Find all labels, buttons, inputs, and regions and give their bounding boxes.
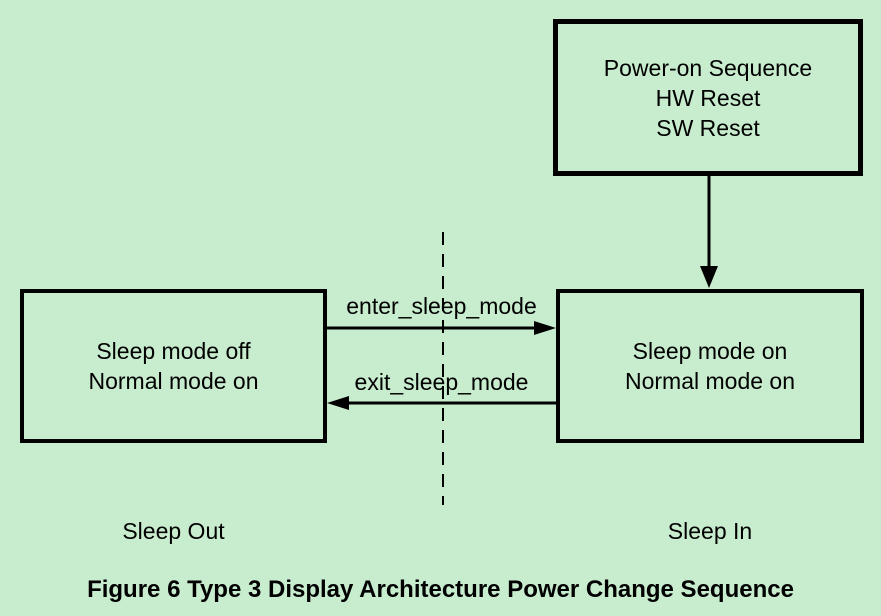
sleep-on-box-line-1: Sleep mode on [632,338,788,364]
sleep-on-box-line-2: Normal mode on [624,368,796,394]
power-on-arrowhead [700,266,718,288]
sleep-off-box-line-2: Normal mode on [88,368,259,394]
power-on-box-line-2: HW Reset [655,84,761,111]
enter-sleep-mode-label: enter_sleep_mode [346,293,537,319]
sleep-off-box-line-1: Sleep mode off [96,338,251,364]
power-on-box: Power-on Sequence HW Reset SW Reset [553,19,863,176]
sleep-in-label: Sleep In [667,518,753,544]
sleep-out-label: Sleep Out [122,518,225,544]
sleep-mode-on-box: Sleep mode on Normal mode on [556,289,864,443]
power-on-box-line-1: Power-on Sequence [603,54,813,81]
figure-caption: Figure 6 Type 3 Display Architecture Pow… [87,576,794,603]
power-on-box-line-3: SW Reset [656,114,760,141]
exit-sleep-arrowhead [327,396,349,410]
exit-sleep-mode-label: exit_sleep_mode [354,369,529,395]
sleep-mode-off-box: Sleep mode off Normal mode on [20,289,327,443]
enter-sleep-arrowhead [534,321,556,335]
